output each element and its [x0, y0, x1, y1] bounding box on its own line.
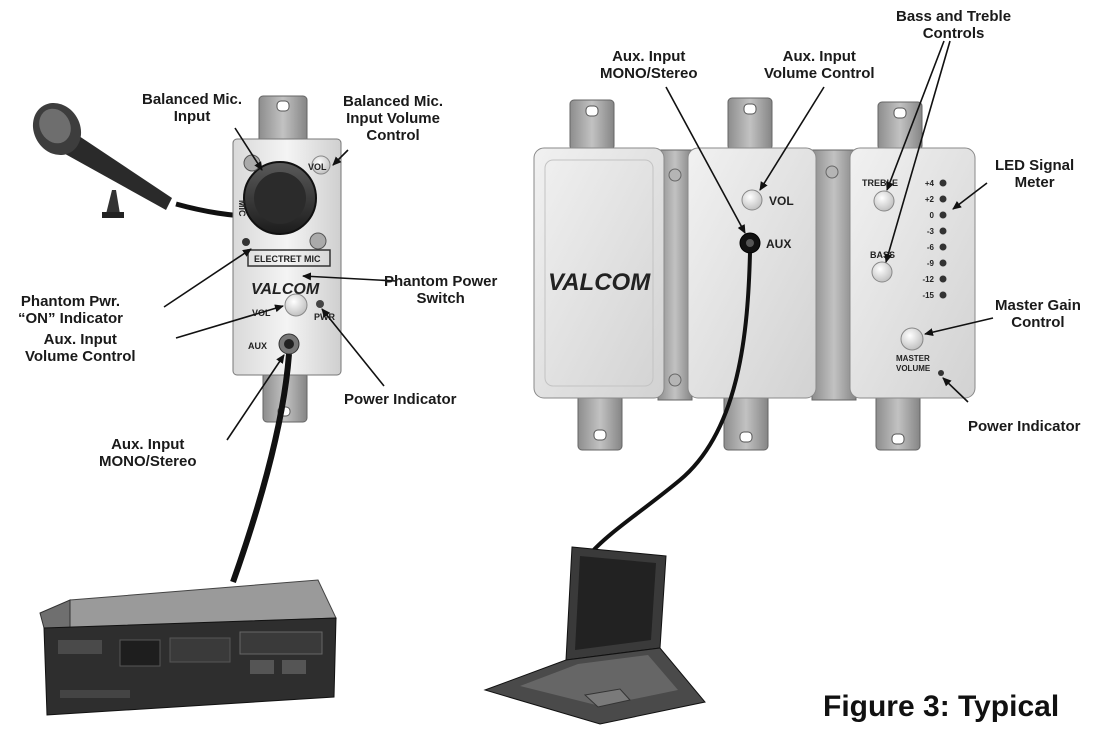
- callout-phantom-pwr-on-indicator: Phantom Pwr. “ON” Indicator: [18, 293, 124, 327]
- media-player-illustration: [39, 579, 337, 716]
- large-brand-logo: VALCOM: [548, 269, 651, 296]
- small-vol-top-label: VOL: [308, 162, 327, 172]
- meter-tick-label: -6: [927, 243, 935, 252]
- callout-leaders: [163, 40, 994, 441]
- led-meter-scale: +4 +2 0 -3 -6 -9 -12 -15: [922, 179, 947, 300]
- callout-aux-input-mono-left: Aux. Input MONO/Stereo: [99, 436, 197, 470]
- meter-tick-label: +4: [925, 179, 935, 188]
- laptop-illustration: [483, 546, 706, 725]
- large-aux-label: AUX: [766, 237, 791, 251]
- callout-balanced-mic-input: Balanced Mic. Input: [142, 91, 243, 125]
- meter-tick-label: +2: [925, 195, 935, 204]
- meter-tick-label: -9: [927, 259, 935, 268]
- mic-vertical-label: MIC: [237, 200, 247, 217]
- large-amplifier-device: VALCOM VOL AUX TREBLE BASS MASTER VOLUME…: [533, 97, 976, 451]
- figure-title: Figure 3: Typical: [823, 690, 1060, 723]
- master-label: MASTER: [896, 354, 930, 363]
- meter-tick-label: -12: [922, 275, 934, 284]
- small-mic-input-device: MIC VOL ELECTRET MIC VALCOM VOL PWR AUX: [232, 95, 342, 423]
- callout-aux-input-mono-right: Aux. Input MONO/Stereo: [600, 48, 698, 82]
- callout-master-gain-control: Master Gain Control: [995, 297, 1081, 331]
- callout-power-indicator-left: Power Indicator: [344, 391, 457, 408]
- callout-led-signal-meter: LED Signal Meter: [995, 157, 1075, 191]
- bass-label: BASS: [870, 250, 895, 260]
- callout-power-indicator-right: Power Indicator: [968, 418, 1081, 435]
- treble-label: TREBLE: [862, 178, 898, 188]
- small-brand-logo: VALCOM: [251, 281, 320, 298]
- small-aux-label: AUX: [248, 341, 267, 351]
- callout-phantom-power-switch: Phantom Power Switch: [384, 273, 498, 307]
- microphone-illustration: [32, 102, 263, 220]
- volume-label: VOLUME: [896, 364, 931, 373]
- callout-aux-input-volume-right: Aux. Input Volume Control: [764, 48, 875, 82]
- meter-tick-label: -15: [922, 291, 934, 300]
- meter-tick-label: -3: [927, 227, 935, 236]
- large-vol-label: VOL: [769, 194, 794, 208]
- callout-balanced-mic-input-volume: Balanced Mic. Input Volume Control: [343, 93, 444, 144]
- callout-bass-treble-controls: Bass and Treble Controls: [896, 8, 1012, 42]
- aux-cable-left: [230, 353, 292, 584]
- electret-mic-label: ELECTRET MIC: [254, 254, 321, 264]
- meter-tick-label: 0: [930, 211, 935, 220]
- callout-aux-input-volume-left: Aux. Input Volume Control: [25, 331, 136, 365]
